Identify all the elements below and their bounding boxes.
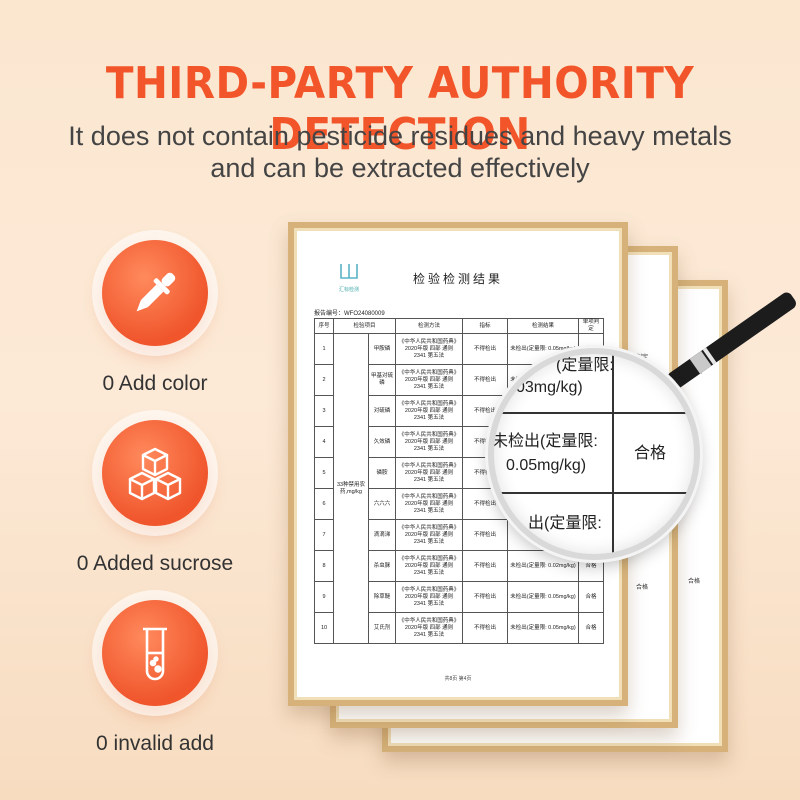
feature-no-sucrose: 0 Added sucrose xyxy=(70,420,240,576)
feature-no-invalid: 0 invalid add xyxy=(70,600,240,756)
feature-label-color: 0 Add color xyxy=(102,372,208,395)
table-cell: 《中华人民共和国药典》2020年版 四部 通则 2341 第五法 xyxy=(395,457,463,489)
group-label: 33种禁用农药,mg/kg xyxy=(333,333,369,644)
feature-label-sucrose: 0 Added sucrose xyxy=(76,552,234,575)
table-cell: 杀虫脒 xyxy=(368,550,396,582)
table-cell: 《中华人民共和国药典》2020年版 四部 通则 2341 第五法 xyxy=(395,581,463,613)
lens-text-3: 未检出(定量限: xyxy=(492,433,598,450)
dropper-icon xyxy=(102,240,208,346)
page-footer: 共8页 第4页 xyxy=(444,676,472,682)
table-cell: 10 xyxy=(314,612,334,644)
table-cell: 《中华人民共和国药典》2020年版 四部 通则 2341 第五法 xyxy=(395,488,463,520)
table-cell: 艾氏剂 xyxy=(368,612,396,644)
table-cell: 《中华人民共和国药典》2020年版 四部 通则 2341 第五法 xyxy=(395,519,463,551)
table-cell: 未检出(定量限: 0.05mg/kg) xyxy=(507,612,579,644)
subtitle-line-1: It does not contain pesticide residues a… xyxy=(68,121,732,151)
report-title: 检验检测结果 xyxy=(412,272,503,286)
col-item: 检验项目 xyxy=(333,318,396,334)
table-cell: 《中华人民共和国药典》2020年版 四部 通则 2341 第五法 xyxy=(395,333,463,365)
table-cell: 甲胺磷 xyxy=(368,333,396,365)
lens-text-5: 出(定量限: xyxy=(528,515,602,532)
lens-text-4: 0.05mg/kg) xyxy=(506,457,587,474)
back1-verdict: 合格 xyxy=(635,585,648,591)
lens-verdict: 合格 xyxy=(634,445,667,462)
sugar-cubes-icon xyxy=(102,420,208,526)
col-no: 序号 xyxy=(314,318,334,334)
table-cell: 磷胺 xyxy=(368,457,396,489)
table-cell: 《中华人民共和国药典》2020年版 四部 通则 2341 第五法 xyxy=(395,426,463,458)
table-cell: 滴滴涕 xyxy=(368,519,396,551)
table-cell: 《中华人民共和国药典》2020年版 四部 通则 2341 第五法 xyxy=(395,395,463,427)
subtitle: It does not contain pesticide residues a… xyxy=(0,120,800,184)
table-cell: 《中华人民共和国药典》2020年版 四部 通则 2341 第五法 xyxy=(395,550,463,582)
table-row: 10 艾氏剂 《中华人民共和国药典》2020年版 四部 通则 2341 第五法 … xyxy=(314,612,604,644)
lens-text-1: (定量限: xyxy=(556,357,614,374)
table-cell: 除草醚 xyxy=(368,581,396,613)
table-cell: 4 xyxy=(314,426,334,458)
table-cell: 久效磷 xyxy=(368,426,396,458)
feature-label-invalid: 0 invalid add xyxy=(96,732,214,755)
table-cell: 六六六 xyxy=(368,488,396,520)
table-cell: 不得检出 xyxy=(462,333,508,365)
test-tube-icon xyxy=(102,600,208,706)
table-cell: 2 xyxy=(314,364,334,396)
table-cell: 合格 xyxy=(578,581,604,613)
col-verdict: 单项判定 xyxy=(578,318,604,334)
subtitle-line-2: and can be extracted effectively xyxy=(210,153,590,183)
table-cell: 9 xyxy=(314,581,334,613)
report-number: 报告编号：WFO24080009 xyxy=(314,311,385,317)
lab-logo-icon xyxy=(340,264,358,279)
table-cell: 合格 xyxy=(578,612,604,644)
table-cell: 不得检出 xyxy=(462,550,508,582)
table-cell: 《中华人民共和国药典》2020年版 四部 通则 2341 第五法 xyxy=(395,364,463,396)
table-cell: 6 xyxy=(314,488,334,520)
table-cell: 7 xyxy=(314,519,334,551)
magnifier-lens: (定量限: 03mg/kg) 未检出(定量限: 0.05mg/kg) 合格 出(… xyxy=(488,348,700,560)
col-indicator: 指标 xyxy=(462,318,508,334)
col-result: 检测结果 xyxy=(507,318,579,334)
col-method: 检测方法 xyxy=(395,318,463,334)
lab-logo: 汇标检测 xyxy=(336,260,362,293)
table-cell: 5 xyxy=(314,457,334,489)
back-verdict: 合格 xyxy=(687,579,700,585)
table-cell: 不得检出 xyxy=(462,612,508,644)
table-cell: 未检出(定量限: 0.05mg/kg) xyxy=(507,581,579,613)
table-cell: 不得检出 xyxy=(462,581,508,613)
feature-no-color: 0 Add color xyxy=(70,240,240,396)
table-cell: 8 xyxy=(314,550,334,582)
table-cell: 《中华人民共和国药典》2020年版 四部 通则 2341 第五法 xyxy=(395,612,463,644)
lab-logo-text: 汇标检测 xyxy=(338,287,359,293)
table-cell: 1 xyxy=(314,333,334,365)
table-cell: 不得检出 xyxy=(462,519,508,551)
lens-text-2: 03mg/kg) xyxy=(516,379,583,396)
table-cell: 对硫磷 xyxy=(368,395,396,427)
page-title: THIRD-PARTY AUTHORITY DETECTION xyxy=(105,58,695,160)
table-cell: 3 xyxy=(314,395,334,427)
table-cell: 甲基对硫磷 xyxy=(368,364,396,396)
table-cell: 不得检出 xyxy=(462,364,508,396)
